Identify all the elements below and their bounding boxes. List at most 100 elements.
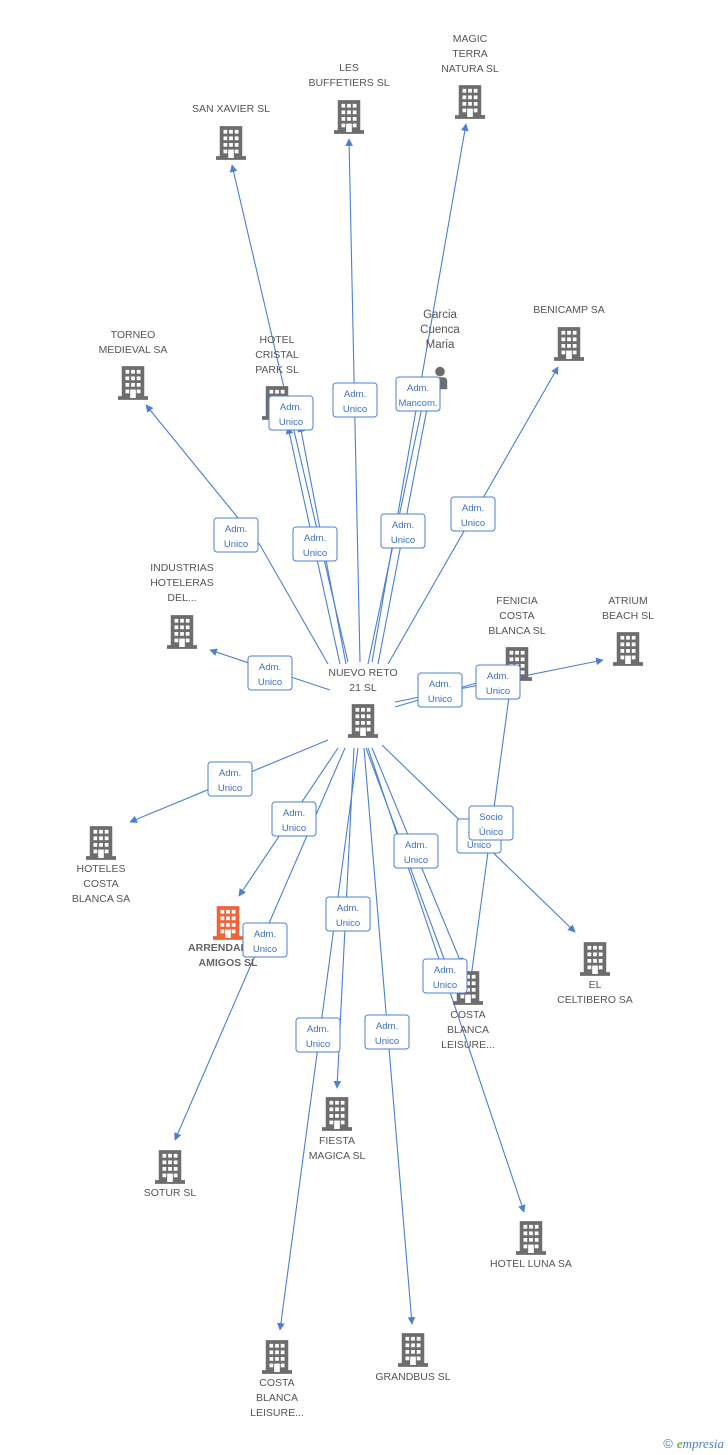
node-label: SAN XAVIER SL	[192, 103, 270, 115]
relation-badge-5[interactable]: Adm.Unico	[380, 513, 426, 549]
badge-text: Adm.	[344, 389, 366, 400]
relation-badge-8[interactable]: Adm.Unico	[417, 672, 463, 708]
badge-text: Adm.	[376, 1021, 398, 1032]
node-label: HOTEL LUNA SA	[490, 1258, 572, 1270]
building-icon	[455, 85, 485, 119]
node-sanxavier[interactable]: SAN XAVIER SL	[192, 103, 270, 160]
relation-badge-16[interactable]: Adm. Unico	[325, 896, 371, 932]
node-elceltibero[interactable]: EL CELTIBERO SA	[557, 942, 633, 1006]
node-hotelluna[interactable]: HOTEL LUNA SA	[490, 1221, 572, 1270]
badge-text: Unico	[303, 548, 327, 559]
relation-badge-11[interactable]: Adm.Unico	[271, 801, 317, 837]
badge-text: Adm.	[304, 533, 326, 544]
badge-text: Adm.	[259, 662, 281, 673]
relation-badge-1[interactable]: Adm. Unico	[332, 382, 378, 418]
node-costablanca1[interactable]: COSTABLANCALEISURE...	[441, 971, 495, 1051]
badge-text: Adm.	[337, 903, 359, 914]
badges-layer: Adm.UnicoAdm.UnicoAdm.Mancom.Adm.UnicoAd…	[207, 376, 521, 1053]
relation-badge-19[interactable]: Adm.Unico	[422, 958, 468, 994]
badge-box	[395, 376, 441, 412]
relation-badge-0[interactable]: Adm.Unico	[268, 395, 314, 431]
badge-box	[295, 1017, 341, 1053]
badge-text: Socio	[479, 812, 503, 823]
badge-text: Unico	[433, 980, 457, 991]
relation-badge-2[interactable]: Adm.Mancom.	[395, 376, 441, 412]
node-label: INDUSTRIAS	[150, 562, 214, 574]
building-icon	[348, 704, 378, 738]
badge-text: Adm.	[462, 503, 484, 514]
relation-badge-3[interactable]: Adm.Unico	[213, 517, 259, 553]
node-label: TERRA	[452, 48, 488, 60]
badge-box	[325, 896, 371, 932]
node-label: EL	[589, 979, 602, 991]
badge-box	[271, 801, 317, 837]
badge-text: Adm.	[429, 679, 451, 690]
relation-badge-4[interactable]: Adm. Unico	[292, 526, 338, 562]
relation-badge-18[interactable]: Adm. Unico	[364, 1014, 410, 1050]
badge-box	[417, 672, 463, 708]
relation-badge-13[interactable]: Adm.Unico	[393, 833, 439, 869]
node-label: BLANCA SA	[72, 893, 130, 905]
node-label: PARK SL	[255, 364, 299, 376]
node-label: Garcia	[423, 309, 457, 321]
relation-badge-15[interactable]: Adm.Unico	[242, 922, 288, 958]
badge-text: Adm.	[283, 808, 305, 819]
node-label: COSTA	[259, 1377, 294, 1389]
node-label: BEACH SL	[602, 610, 654, 622]
node-label: FIESTA	[319, 1135, 355, 1147]
building-icon	[86, 826, 116, 860]
node-label: NATURA SL	[441, 63, 499, 75]
node-costablanca2[interactable]: COSTABLANCALEISURE...	[250, 1340, 304, 1419]
footer-brand: ©empresia	[663, 1436, 724, 1452]
badge-text: Adm.	[407, 383, 429, 394]
node-label: BLANCA	[447, 1024, 489, 1036]
building-icon	[516, 1221, 546, 1255]
node-label: BLANCA SL	[488, 625, 545, 637]
node-industrias[interactable]: INDUSTRIASHOTELERASDEL...	[150, 562, 214, 649]
badge-text: Unico	[224, 539, 248, 550]
building-icon	[334, 100, 364, 134]
badge-text: Unico	[375, 1036, 399, 1047]
relation-badge-7[interactable]: Adm.Unico	[247, 655, 293, 691]
badge-text: Adm.	[392, 520, 414, 531]
node-label: SOTUR SL	[144, 1187, 197, 1199]
node-sotur[interactable]: SOTUR SL	[144, 1150, 197, 1199]
building-icon	[398, 1333, 428, 1367]
badge-box	[213, 517, 259, 553]
badge-box	[475, 664, 521, 700]
node-label: LEISURE...	[250, 1407, 304, 1419]
relation-badge-17[interactable]: Adm.Unico	[295, 1017, 341, 1053]
badge-text: Adm.	[405, 840, 427, 851]
badge-box	[364, 1014, 410, 1050]
node-grandbus[interactable]: GRANDBUS SL	[375, 1333, 451, 1383]
node-label: COSTA	[450, 1009, 485, 1021]
node-label: CELTIBERO SA	[557, 994, 633, 1006]
node-benicamp[interactable]: BENICAMP SA	[533, 304, 605, 361]
relation-badge-10[interactable]: Adm.Unico	[207, 761, 253, 797]
building-icon	[167, 615, 197, 649]
node-label: HOTEL	[259, 334, 294, 346]
node-label: LES	[339, 62, 359, 74]
badge-text: Unico	[336, 918, 360, 929]
badge-text: Unico	[279, 417, 303, 428]
node-label: DEL...	[167, 592, 196, 604]
building-icon	[554, 327, 584, 361]
relation-badge-9[interactable]: Adm.Unico	[475, 664, 521, 700]
badge-text: Unico	[343, 404, 367, 415]
relation-badge-6[interactable]: Adm.Unico	[450, 496, 496, 532]
node-label: 21 SL	[349, 682, 377, 694]
building-icon	[118, 366, 148, 400]
badge-box	[393, 833, 439, 869]
